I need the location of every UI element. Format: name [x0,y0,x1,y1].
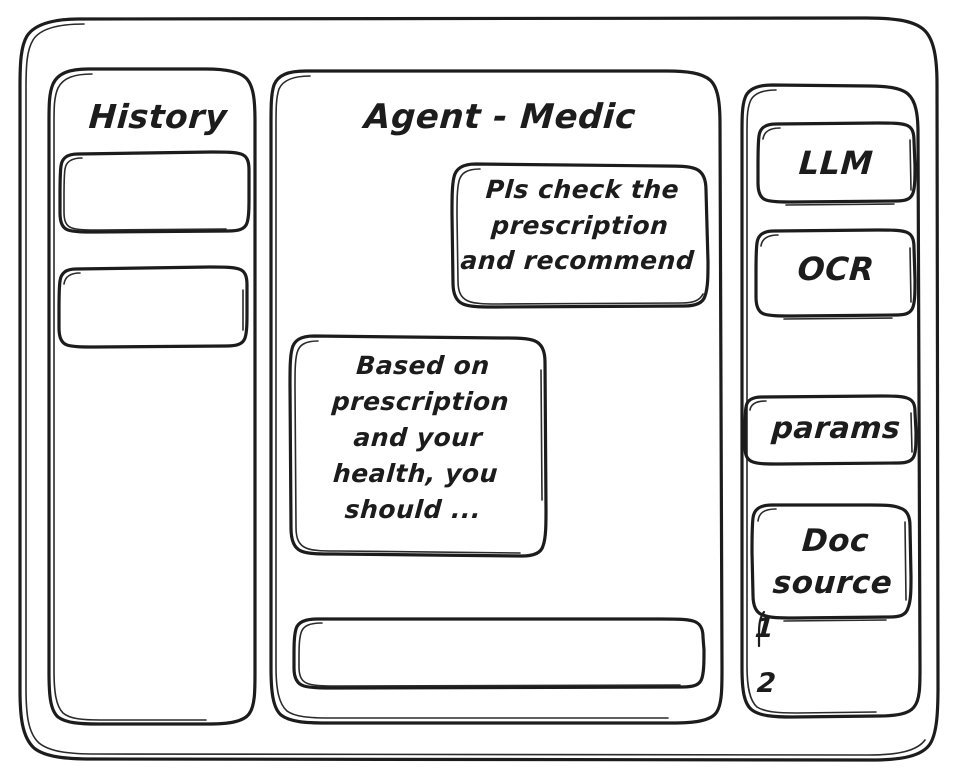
history-item-2[interactable] [59,267,247,347]
composer-input[interactable] [294,619,704,688]
history-item-1[interactable] [60,152,249,232]
message-user [452,164,708,307]
tool-doc-source[interactable] [752,505,911,618]
tool-llm[interactable] [758,123,915,202]
tool-ocr[interactable] [756,230,915,316]
message-assistant [290,336,546,556]
tool-params[interactable] [745,396,916,464]
